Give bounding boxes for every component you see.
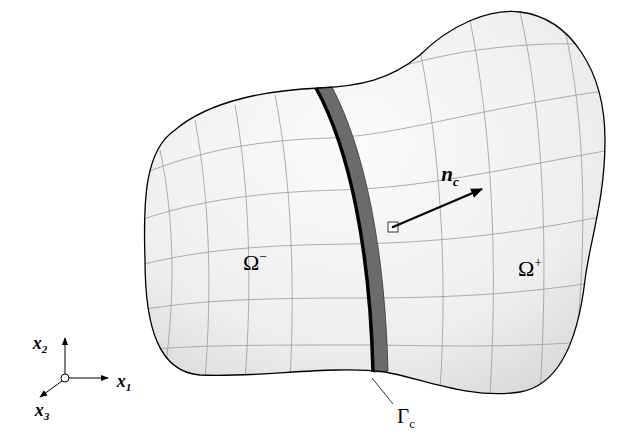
vector-label: nc (441, 164, 458, 188)
interface-edge (316, 88, 373, 372)
interface-label: Γc (397, 406, 415, 430)
region-label: Ω− (243, 250, 267, 275)
axis-triad (40, 338, 108, 397)
axis-label: x3 (35, 401, 50, 422)
normal-arrow (393, 189, 482, 227)
leader-line (372, 378, 393, 404)
interface-band (316, 87, 388, 372)
mesh-lines (140, 12, 610, 395)
axis-label: x1 (117, 372, 132, 393)
region-label: Ω+ (518, 256, 542, 281)
body-fill (144, 11, 605, 393)
body-outline (144, 11, 605, 393)
axis-label: x2 (33, 334, 48, 355)
